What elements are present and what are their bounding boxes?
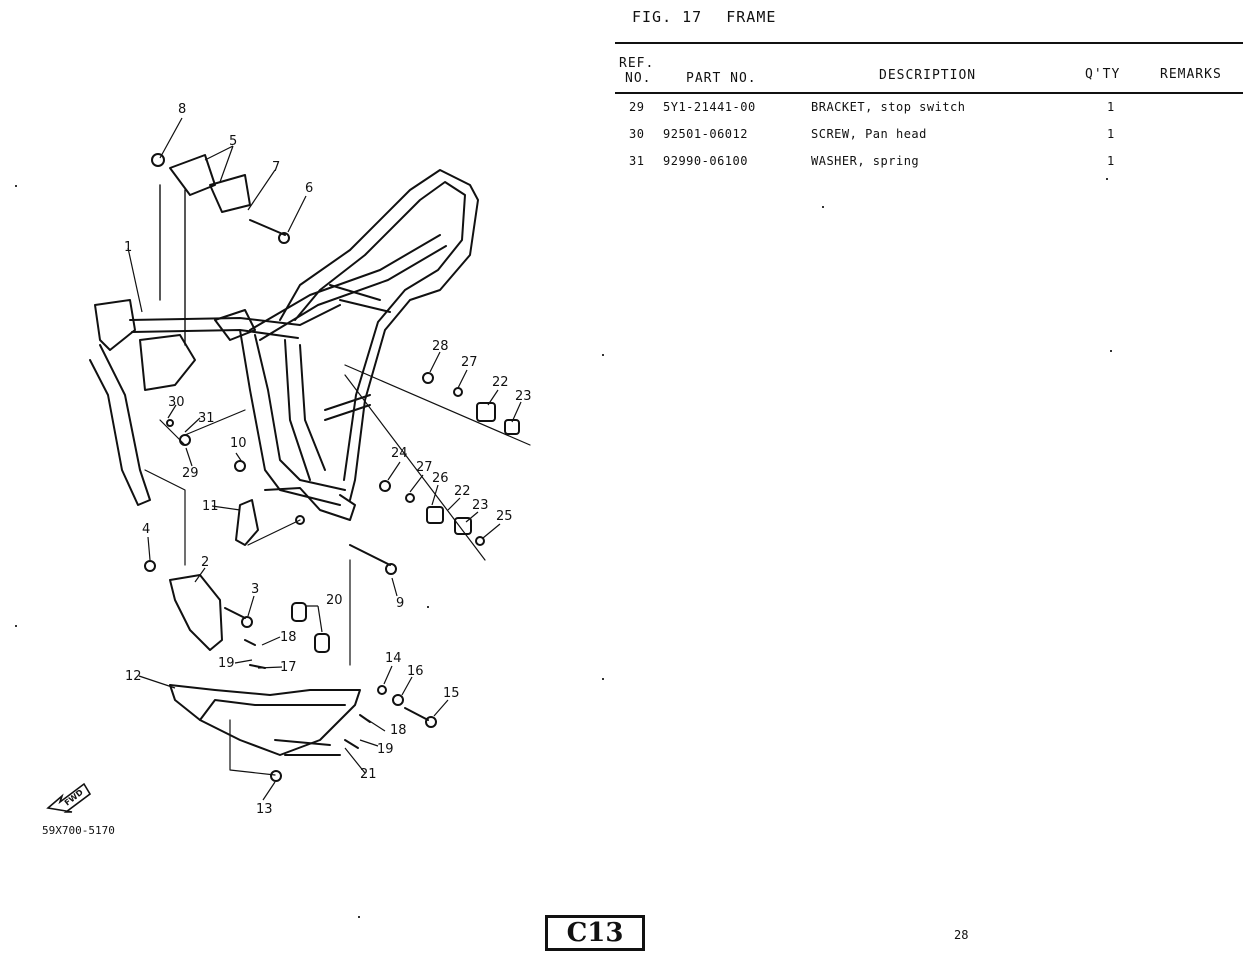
scan-speck	[358, 916, 360, 918]
figure-label: FIG. 17	[632, 8, 703, 26]
callout-20: 20	[326, 593, 343, 608]
callout-5: 5	[229, 134, 237, 149]
callout-25: 25	[496, 509, 513, 524]
row-qty: 1	[1107, 127, 1115, 141]
section-code-box: C13	[545, 915, 645, 951]
scan-speck	[602, 354, 604, 356]
scan-speck	[427, 606, 429, 608]
callout-23a: 23	[515, 389, 532, 404]
callout-29: 29	[182, 466, 199, 481]
row-description: WASHER, spring	[811, 154, 920, 168]
callout-24: 24	[391, 446, 408, 461]
scan-speck	[602, 678, 604, 680]
scan-speck	[1106, 178, 1108, 180]
callout-30: 30	[168, 395, 185, 410]
callout-8: 8	[178, 102, 186, 117]
callout-9: 9	[396, 596, 404, 611]
frame-down-tube	[89, 344, 151, 506]
callout-19b: 19	[377, 742, 394, 757]
header-part-no: PART NO.	[686, 71, 757, 86]
figure-heading: FIG. 17 FRAME	[632, 8, 776, 26]
callout-22b: 22	[454, 484, 471, 499]
row-description: BRACKET, stop switch	[811, 100, 966, 114]
table-header: REF. NO. PART NO. DESCRIPTION Q'TY REMAR…	[615, 44, 1243, 92]
header-ref-line2: NO.	[625, 71, 652, 86]
header-description: DESCRIPTION	[879, 68, 977, 83]
callout-26: 26	[432, 471, 449, 486]
callout-10: 10	[230, 436, 247, 451]
callout-23b: 23	[472, 498, 489, 513]
row-part-no: 92990-06100	[663, 154, 748, 168]
row-ref: 31	[629, 154, 645, 168]
lower-bracket	[169, 574, 223, 651]
engine-guard	[169, 684, 361, 756]
callout-12: 12	[125, 669, 142, 684]
row-part-no: 5Y1-21441-00	[663, 100, 756, 114]
callout-27b: 27	[416, 460, 433, 475]
scan-speck	[1110, 350, 1112, 352]
callout-14: 14	[385, 651, 402, 666]
parts-table: REF. NO. PART NO. DESCRIPTION Q'TY REMAR…	[615, 42, 1243, 175]
frame-seat-rail	[249, 234, 441, 331]
table-row: 30 92501-06012 SCREW, Pan head 1	[615, 121, 1243, 148]
callout-15: 15	[443, 686, 460, 701]
callout-18b: 18	[390, 723, 407, 738]
callout-17: 17	[280, 660, 297, 675]
callout-22a: 22	[492, 375, 509, 390]
callout-18a: 18	[280, 630, 297, 645]
row-ref: 30	[629, 127, 645, 141]
row-description: SCREW, Pan head	[811, 127, 927, 141]
callout-31: 31	[198, 411, 215, 426]
header-ref-line1: REF.	[619, 56, 655, 71]
callout-11: 11	[202, 499, 219, 514]
frame-exploded-diagram: 8 5 7 6 1 28 27 22 23 30 31 10 24 27 26 …	[46, 102, 532, 817]
frame-head-tube	[94, 299, 136, 351]
callout-21: 21	[360, 767, 377, 782]
callout-16: 16	[407, 664, 424, 679]
scan-speck	[822, 206, 824, 208]
header-qty: Q'TY	[1085, 67, 1121, 82]
row-part-no: 92501-06012	[663, 127, 748, 141]
scan-speck	[15, 625, 17, 627]
frame-main-spine	[279, 169, 479, 501]
frame-top-tube-left	[129, 304, 341, 326]
callout-27a: 27	[461, 355, 478, 370]
engine-bracket	[169, 154, 216, 196]
header-remarks: REMARKS	[1160, 67, 1222, 82]
fwd-arrow-icon: FWD	[46, 782, 92, 813]
callout-3: 3	[251, 582, 259, 597]
page-number: 28	[954, 928, 969, 942]
callout-1: 1	[124, 240, 132, 255]
scan-speck	[15, 185, 17, 187]
row-qty: 1	[1107, 100, 1115, 114]
callout-13: 13	[256, 802, 273, 817]
table-row: 29 5Y1-21441-00 BRACKET, stop switch 1	[615, 94, 1243, 121]
row-ref: 29	[629, 100, 645, 114]
table-header-rule	[615, 92, 1243, 94]
row-qty: 1	[1107, 154, 1115, 168]
callout-19a: 19	[218, 656, 235, 671]
callout-6: 6	[305, 181, 313, 196]
table-top-rule	[615, 42, 1243, 44]
table-row: 31 92990-06100 WASHER, spring 1	[615, 148, 1243, 175]
callout-28: 28	[432, 339, 449, 354]
figure-title: FRAME	[726, 8, 777, 26]
callout-2: 2	[201, 555, 209, 570]
callout-7: 7	[272, 160, 280, 175]
diagram-code: 59X700-5170	[42, 824, 115, 837]
callout-4: 4	[142, 522, 150, 537]
